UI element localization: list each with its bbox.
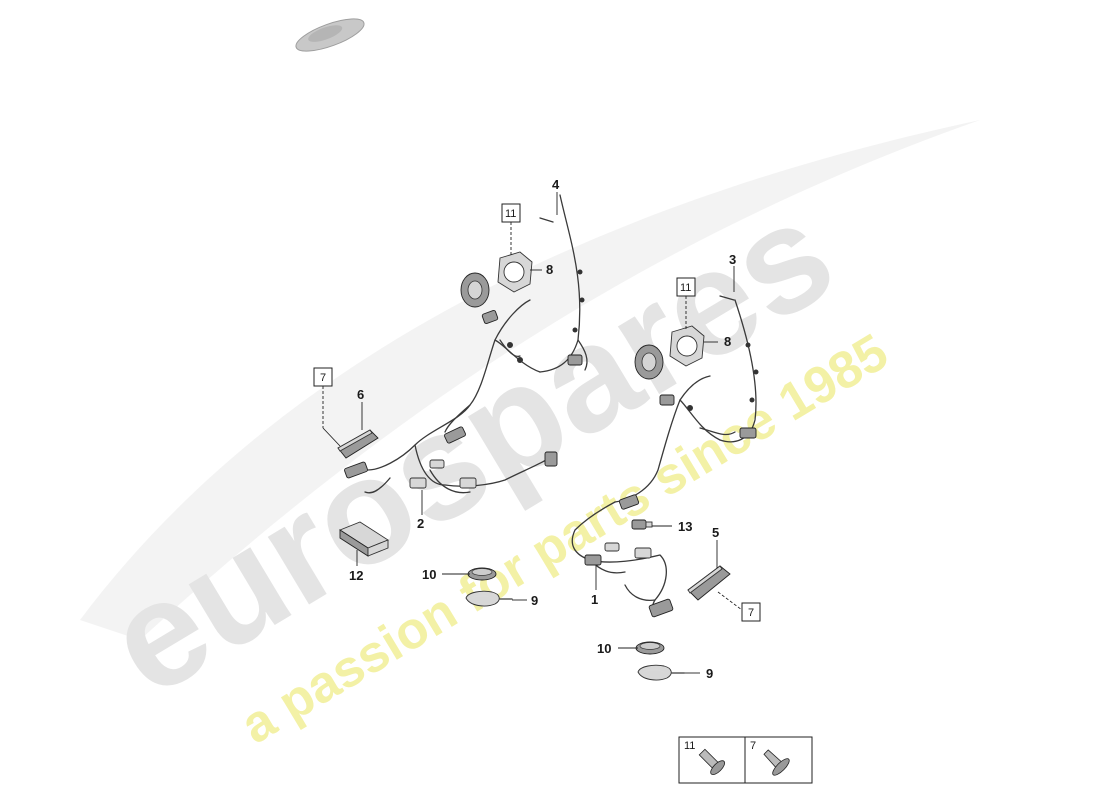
callout-1: 1 bbox=[591, 592, 598, 607]
callout-8-left: 8 bbox=[546, 262, 553, 277]
boxed-ref-11-left: 11 bbox=[501, 203, 521, 223]
callout-12: 12 bbox=[349, 568, 363, 583]
callout-9-left: 9 bbox=[531, 593, 538, 608]
callout-8-right: 8 bbox=[724, 334, 731, 349]
watermark-swoosh bbox=[80, 120, 980, 640]
connector-13 bbox=[631, 519, 653, 530]
svg-text:11: 11 bbox=[680, 282, 691, 294]
callouts: 4 3 8 8 6 2 12 10 9 1 13 5 10 9 bbox=[349, 177, 736, 681]
legend-label-7: 7 bbox=[750, 740, 756, 752]
bracket-9-right bbox=[637, 664, 685, 681]
callout-2: 2 bbox=[417, 516, 424, 531]
motor-right bbox=[634, 344, 664, 380]
bearing-ring-8-left bbox=[497, 251, 533, 293]
callout-10-left: 10 bbox=[422, 567, 436, 582]
bearing-ring-8-right bbox=[669, 325, 705, 367]
legend-label-11: 11 bbox=[684, 740, 695, 752]
callout-6: 6 bbox=[357, 387, 364, 402]
boxed-ref-7-right: 7 bbox=[741, 602, 761, 622]
control-unit-12 bbox=[339, 521, 389, 557]
harness-2 bbox=[344, 194, 588, 494]
callout-3: 3 bbox=[729, 252, 736, 267]
control-module-6 bbox=[337, 429, 379, 459]
callout-13: 13 bbox=[678, 519, 692, 534]
sensor-10-left bbox=[467, 567, 497, 581]
callout-4: 4 bbox=[552, 177, 560, 192]
leader-lines bbox=[322, 192, 743, 674]
watermark: eurospares a passion for parts since 198… bbox=[80, 120, 980, 755]
car-silhouette-icon bbox=[295, 18, 365, 52]
callout-5: 5 bbox=[712, 525, 719, 540]
sensor-10-right bbox=[635, 641, 665, 655]
harness-1 bbox=[571, 295, 759, 618]
trim-clip-icon bbox=[763, 749, 790, 776]
bracket-9-left bbox=[465, 590, 513, 607]
grommet-fastener-icon bbox=[698, 748, 726, 776]
svg-text:11: 11 bbox=[505, 208, 516, 220]
callout-10-right: 10 bbox=[597, 641, 611, 656]
boxed-ref-7-left: 7 bbox=[313, 367, 333, 387]
boxed-ref-11-right: 11 bbox=[676, 277, 696, 297]
callout-9-right: 9 bbox=[706, 666, 713, 681]
fastener-legend: 11 7 bbox=[678, 736, 813, 784]
svg-text:7: 7 bbox=[748, 607, 754, 619]
boxed-refs: 11 11 7 7 bbox=[313, 203, 761, 622]
motor-left bbox=[460, 272, 490, 308]
svg-text:7: 7 bbox=[320, 372, 326, 384]
control-module-5 bbox=[687, 565, 731, 601]
